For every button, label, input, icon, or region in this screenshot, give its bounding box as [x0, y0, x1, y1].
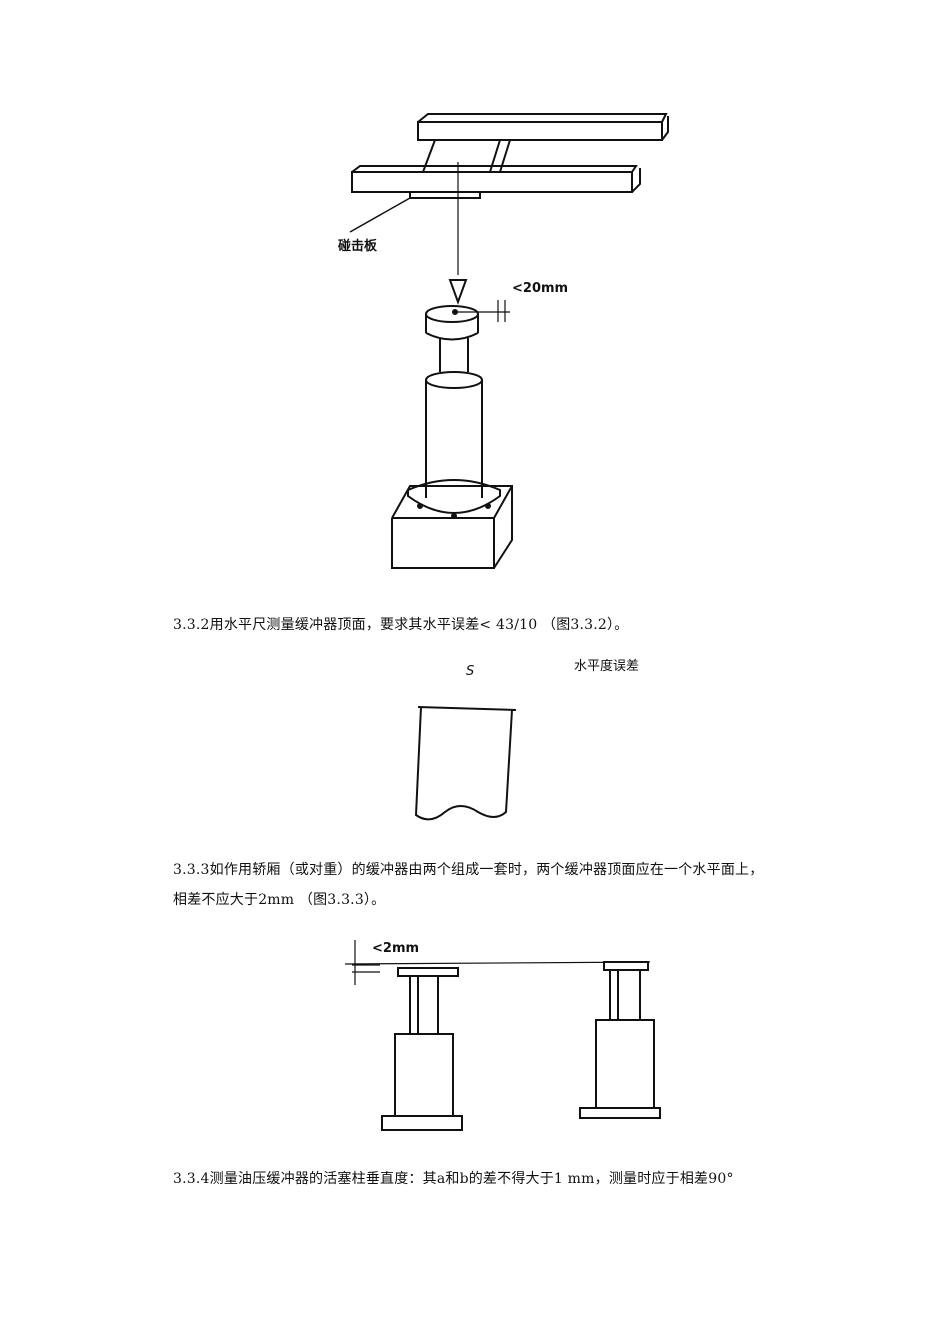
label-striker-plate: 碰击板	[338, 238, 378, 254]
paragraph-3-3-4: 3.3.4测量油压缓冲器的活塞柱垂直度：其a和b的差不得大于1 mm，测量时应于…	[173, 1171, 734, 1187]
paragraph-3-3-2: 3.3.2用水平尺测量缓冲器顶面，要求其水平误差< 43/10 （图3.3.2）…	[173, 617, 629, 633]
figure-two-buffers: <2mm	[344, 940, 661, 1131]
paragraph-3-3-3-line2: 相差不应大于2mm （图3.3.3）。	[173, 892, 386, 908]
label-s: S	[466, 664, 474, 679]
figure-buffer-plumb: 碰击板 <20mm	[338, 113, 669, 569]
figure-level-check: S 水平度误差	[414, 658, 639, 821]
label-level-error: 水平度误差	[574, 658, 639, 674]
paragraph-3-3-3-line1: 3.3.3如作用轿厢（或对重）的缓冲器由两个组成一套时，两个缓冲器顶面应在一个水…	[173, 862, 764, 878]
label-20mm: <20mm	[512, 281, 568, 296]
label-2mm: <2mm	[372, 941, 419, 956]
